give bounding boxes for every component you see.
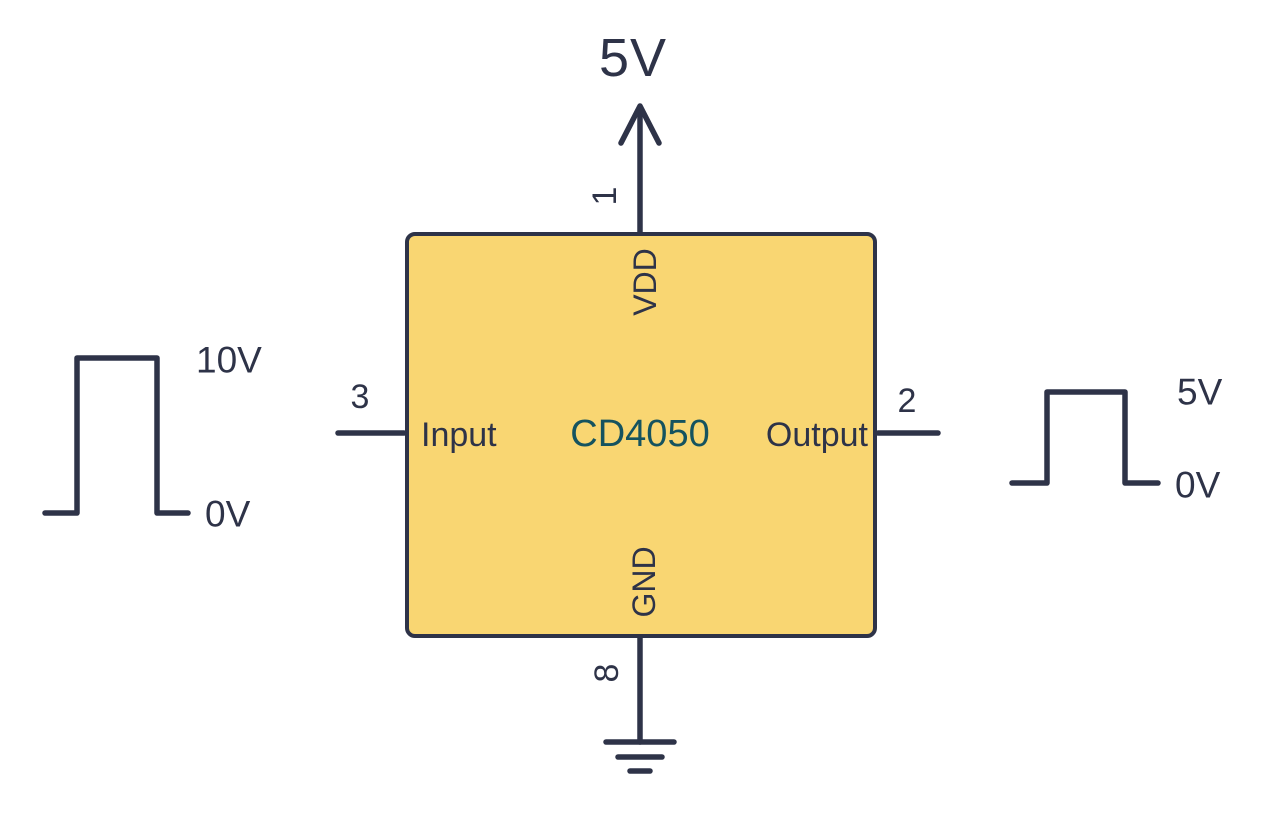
chip-name-label: CD4050 bbox=[570, 413, 710, 455]
input-waveform-low-label: 0V bbox=[205, 493, 251, 535]
output-port-label: Output bbox=[765, 416, 868, 454]
pin-number-output: 2 bbox=[897, 382, 917, 420]
input-pulse-waveform bbox=[42, 355, 191, 516]
pin-number-vdd: 1 bbox=[586, 186, 624, 206]
supply-arrow-icon bbox=[618, 103, 662, 146]
pin-number-input: 3 bbox=[350, 378, 370, 416]
output-waveform-low-label: 0V bbox=[1175, 464, 1221, 506]
supply-voltage-label: 5V bbox=[598, 28, 668, 88]
output-pulse-waveform bbox=[1009, 389, 1161, 486]
output-waveform-high-label: 5V bbox=[1177, 371, 1223, 413]
input-port-label: Input bbox=[421, 416, 497, 454]
vdd-label: VDD bbox=[627, 248, 663, 316]
gnd-label: GND bbox=[626, 546, 662, 618]
pin-number-gnd: 8 bbox=[588, 663, 626, 683]
input-waveform-high-label: 10V bbox=[196, 339, 262, 381]
ic-body bbox=[405, 232, 877, 638]
